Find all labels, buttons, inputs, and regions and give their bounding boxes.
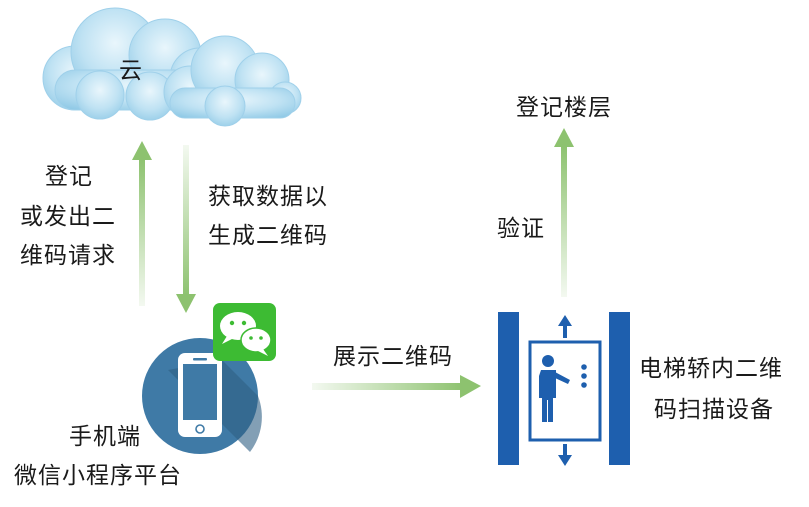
step-request-line3: 维码请求 (20, 243, 116, 269)
step-register-floor: 登记楼层 (516, 95, 612, 121)
phone-icon-group (142, 338, 262, 454)
arrow-verify-up (554, 128, 574, 297)
elevator-label-line2: 码扫描设备 (654, 397, 774, 423)
elevator-label-line1: 电梯轿内二维 (639, 356, 783, 382)
phone-label-line2: 微信小程序平台 (14, 463, 182, 489)
cloud-icon (42, 7, 302, 127)
arrow-phone-to-cloud (132, 141, 152, 306)
wechat-icon (213, 303, 276, 361)
phone-label-line1: 手机端 (69, 424, 141, 450)
smartphone-icon (178, 353, 222, 437)
elevator-icon (498, 312, 630, 466)
step-verify: 验证 (497, 216, 545, 242)
step-fetch-line2: 生成二维码 (208, 223, 328, 249)
arrow-cloud-to-phone (176, 145, 196, 313)
cloud-label: 云 (119, 58, 143, 84)
arrow-phone-to-elevator (312, 375, 481, 398)
step-show-qr: 展示二维码 (333, 344, 453, 370)
step-fetch-line1: 获取数据以 (208, 184, 328, 210)
step-request-line2: 或发出二 (20, 204, 116, 230)
step-request-line1: 登记 (45, 164, 93, 190)
